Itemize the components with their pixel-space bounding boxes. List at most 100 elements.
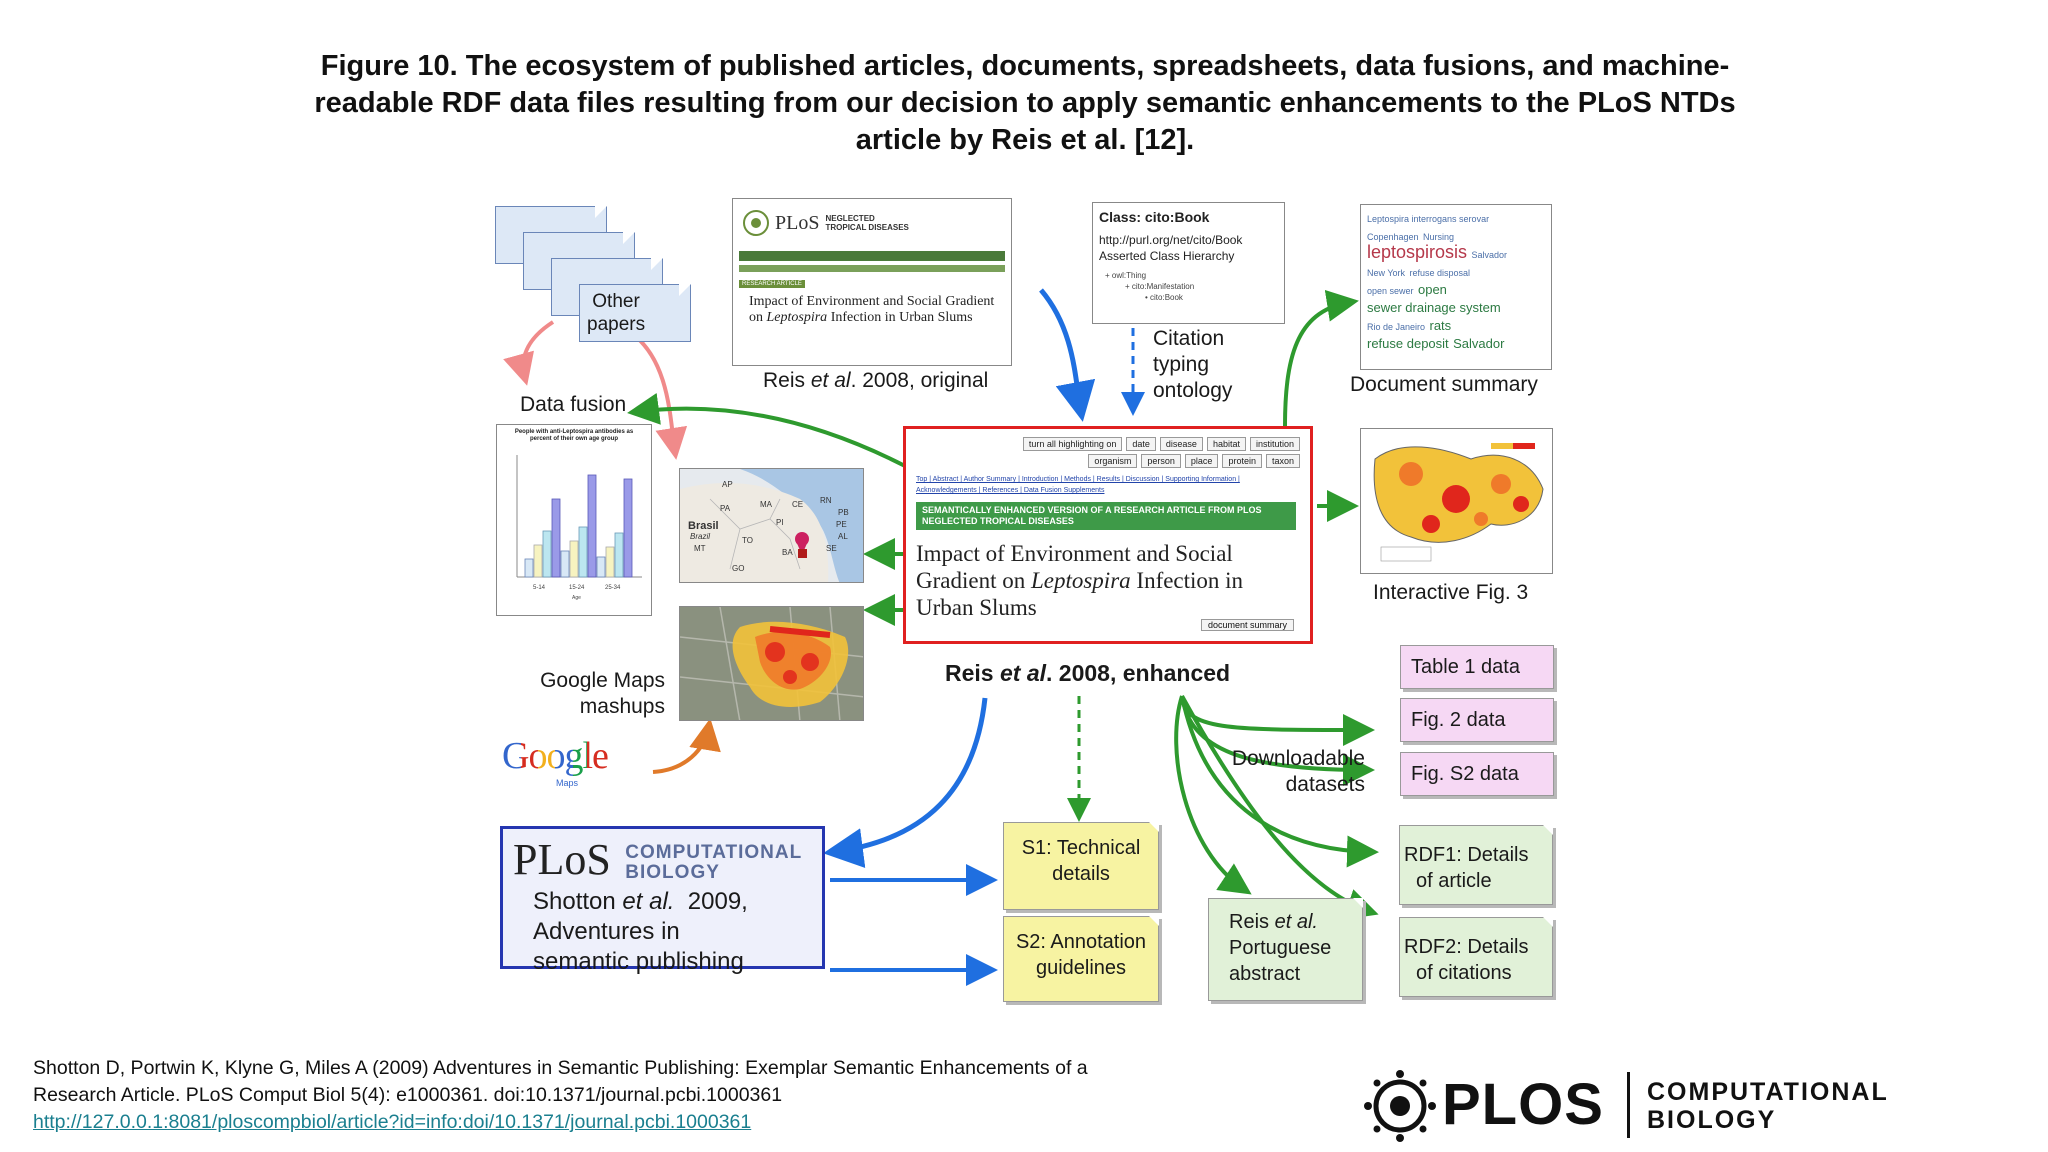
cloud-word: refuse disposal (1409, 268, 1471, 278)
cito-class-tree: + owl:Thing + cito:Manifestation • cito:… (1099, 269, 1278, 305)
highlight-chip: person (1141, 454, 1181, 468)
enhanced-banner: SEMANTICALLY ENHANCED VERSION OF A RESEA… (916, 502, 1296, 530)
satellite-heatmap-thumbnail (679, 606, 864, 721)
portuguese-abstract-box: Reis et al. Portuguese abstract (1208, 898, 1363, 1001)
portuguese-line3: abstract (1229, 963, 1301, 985)
data-fusion-label: Data fusion (520, 393, 627, 416)
chart-bar (614, 532, 624, 578)
enhanced-caption-prefix: Reis (945, 660, 1000, 686)
highlight-chips-row2: organism person place protein taxon (916, 454, 1300, 468)
citation-line1: Shotton D, Portwin K, Klyne G, Miles A (… (33, 1057, 1088, 1079)
figs2-data-box: Fig. S2 data (1400, 752, 1554, 796)
portuguese-line1: Reis et al. (1229, 909, 1342, 935)
satellite-heatmap-graphic (680, 607, 863, 720)
article-link[interactable]: http://127.0.0.1:8081/ploscompbiol/artic… (33, 1111, 752, 1133)
chart-bar (587, 474, 597, 578)
pcb-line2: Adventures in (533, 918, 680, 945)
map-state-label: Brazil (690, 532, 710, 541)
map-state-label: MA (760, 500, 773, 509)
s1-technical-details-box: S1: Technical details (1003, 822, 1159, 910)
rdf1-line2: of article (1416, 870, 1492, 892)
cloud-word: open (1417, 282, 1447, 297)
chart-x-title: Age (572, 595, 581, 601)
original-article-thumbnail: PLoS NEGLECTED TROPICAL DISEASES RESEARC… (732, 198, 1012, 366)
s1-line1: S1: Technical (1021, 837, 1141, 859)
s2-line1: S2: Annotation (1015, 931, 1147, 953)
cloud-word: Rio de Janeiro (1367, 322, 1426, 332)
cloud-word: Nursing (1423, 232, 1455, 242)
citation-line2: Research Article. PLoS Comput Biol 5(4):… (33, 1084, 783, 1106)
map-state-label: PE (836, 520, 847, 529)
plos-comp-biol-article-box: PLoS COMPUTATIONAL BIOLOGY Shotton et al… (500, 826, 825, 975)
pcb-journal-line2: BIOLOGY (625, 862, 720, 883)
cloud-word: rats (1429, 318, 1452, 333)
pcb-year: 2009, (674, 888, 748, 915)
google-maps-logo: Google Maps (502, 734, 609, 788)
map-state-label: GO (732, 564, 744, 573)
cito-tree-item: + owl:Thing (1105, 271, 1147, 280)
arrow-enhanced-to-fusion (627, 392, 906, 468)
google-maps-sub: Maps (556, 778, 579, 788)
original-subnav-bar (739, 265, 1005, 272)
rdf2-box: RDF2: Details of citations (1399, 917, 1553, 997)
plos-globe-icon (1364, 1070, 1436, 1142)
other-papers-line1: Other (592, 291, 640, 312)
map-state-label: PA (720, 504, 731, 513)
map-state-label: PB (838, 508, 849, 517)
pcb-journal-line1: COMPUTATIONAL (625, 842, 803, 863)
paper-sheet (579, 284, 691, 342)
s1-line2: details (1052, 863, 1110, 885)
highlight-chip: habitat (1206, 437, 1246, 451)
interactive-fig3-thumbnail (1360, 428, 1553, 574)
arrow-to-portuguese (1174, 695, 1252, 895)
chart-bar (551, 498, 561, 578)
arrow-to-rdf1 (1180, 695, 1379, 868)
interactive-fig3-label: Interactive Fig. 3 (1373, 581, 1529, 604)
enhanced-caption-suffix: . 2008, enhanced (1046, 660, 1231, 686)
highlight-chips-row1: turn all highlighting on date disease ha… (916, 437, 1300, 451)
original-header: PLoS NEGLECTED TROPICAL DISEASES (733, 199, 1011, 247)
chart-x-tick: 15-24 (569, 585, 585, 591)
google-maps-line2: mashups (579, 695, 665, 718)
chart-title: People with anti-Leptospira antibodies a… (514, 429, 634, 442)
s2-line2: guidelines (1035, 957, 1127, 979)
chart-bar (596, 556, 606, 578)
document-summary-chip: document summary (1200, 619, 1294, 631)
citation-label-line1: Citation (1153, 327, 1225, 350)
portuguese-etal: et al. (1274, 911, 1318, 933)
downloadable-datasets-label: Downloadable datasets (1215, 746, 1365, 798)
chart-bar (524, 558, 534, 578)
other-papers-label: Other papers (587, 290, 645, 336)
arrow-papers-to-map (628, 330, 688, 460)
enhanced-title-part-a: Impact of Environment and Social Gradien… (916, 541, 1233, 593)
cloud-word: New York (1367, 268, 1406, 278)
citation-footer: Shotton D, Portwin K, Klyne G, Miles A (… (33, 1055, 1363, 1136)
other-papers-line2: papers (587, 314, 646, 335)
map-state-label: BA (782, 548, 793, 557)
arrow-original-to-enhanced (1039, 288, 1096, 422)
enhanced-caption: Reis et al. 2008, enhanced (945, 660, 1230, 686)
enhanced-title-part-b: Infection in Urban Slums (916, 568, 1244, 620)
enhanced-article-thumbnail: turn all highlighting on date disease ha… (903, 426, 1313, 644)
enhanced-article-nav: Top | Abstract | Author Summary | Introd… (916, 476, 1240, 494)
cloud-word: Salvador (1453, 336, 1505, 351)
cloud-word: Leptospira interrogans serovar (1367, 214, 1490, 224)
map-state-label: SE (826, 544, 837, 553)
pcb-journal-name: COMPUTATIONAL BIOLOGY (625, 843, 802, 883)
cito-class-title: Class: cito:Book (1099, 209, 1210, 225)
original-journal-line1: NEGLECTED (825, 214, 875, 223)
brand-journal-name: COMPUTATIONAL BIOLOGY (1647, 1078, 1889, 1134)
chart-bar (533, 544, 543, 578)
document-summary-tag-cloud: Leptospira interrogans serovar Copenhage… (1360, 204, 1552, 370)
chart-bar (569, 540, 579, 578)
enhanced-title-italic: Leptospira (1030, 568, 1131, 593)
figure-title: Figure 10. The ecosystem of published ar… (314, 50, 1736, 156)
arrow-enhanced-to-pcb (823, 697, 988, 868)
pcb-etal: et al. (622, 888, 675, 915)
chart-x-tick: 25-34 (605, 585, 621, 591)
highlight-chip: date (1126, 437, 1156, 451)
plos-ntd-logo-icon (743, 210, 769, 236)
original-caption-etal: et al (810, 369, 851, 392)
brand-journal-line1: COMPUTATIONAL (1647, 1078, 1889, 1106)
google-wordmark: Google (502, 735, 609, 777)
